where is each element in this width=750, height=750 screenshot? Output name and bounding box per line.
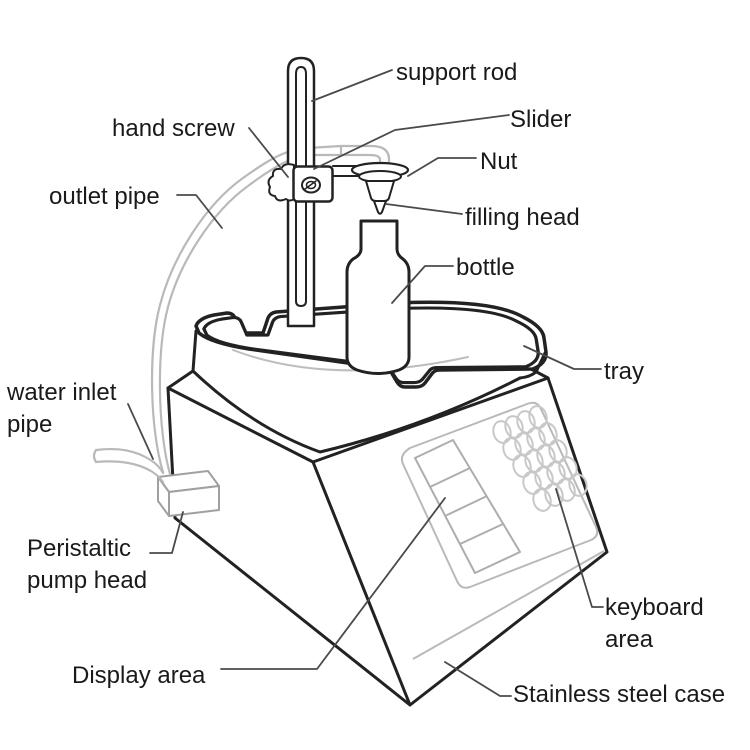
tray-floor-line bbox=[232, 349, 469, 372]
leader-support-rod bbox=[311, 69, 393, 102]
leader-pump-head bbox=[149, 511, 184, 554]
leader-outlet-pipe bbox=[176, 194, 223, 229]
leader-tray bbox=[523, 345, 602, 370]
leader-water-inlet-pipe bbox=[127, 403, 154, 460]
leader-lines bbox=[127, 69, 604, 697]
leader-keyboard-area bbox=[555, 488, 604, 608]
label-display-area: Display area bbox=[72, 662, 206, 689]
case-front-edge bbox=[311, 460, 412, 707]
nut-drawing bbox=[350, 161, 410, 183]
display-screen-drawing bbox=[414, 439, 521, 574]
tray-skirt bbox=[191, 369, 522, 454]
leader-hand-screw bbox=[248, 127, 289, 178]
label-support-rod: support rod bbox=[396, 59, 518, 86]
label-slider: Slider bbox=[510, 106, 572, 133]
case-seam-line bbox=[412, 550, 605, 660]
machine-case-drawing bbox=[166, 367, 609, 707]
leader-stainless-case bbox=[444, 661, 512, 697]
label-stainless-steel-case: Stainless steel case bbox=[513, 681, 726, 708]
bottle-drawing bbox=[345, 219, 411, 375]
leader-bottle bbox=[391, 265, 454, 304]
slider-screw-inner bbox=[305, 180, 317, 190]
label-keyboard-area: keyboard area bbox=[605, 594, 704, 653]
elbow-pipe-drawing bbox=[339, 144, 391, 168]
leader-filling-head bbox=[385, 203, 463, 215]
label-outlet-pipe: outlet pipe bbox=[49, 183, 160, 210]
pump-head-drawing bbox=[157, 470, 220, 517]
keypad-keys bbox=[492, 405, 588, 512]
label-water-inlet-pipe: water inlet pipe bbox=[7, 379, 117, 438]
filling-head-drawing bbox=[365, 180, 395, 215]
label-bottle: bottle bbox=[456, 254, 515, 281]
leader-nut bbox=[407, 157, 477, 177]
label-tray: tray bbox=[604, 358, 645, 385]
leader-display-area bbox=[220, 497, 446, 670]
tray-left-wall bbox=[191, 329, 198, 373]
leader-slider bbox=[313, 114, 510, 170]
tray-right-wall bbox=[518, 351, 547, 380]
slider-screw-slot bbox=[304, 180, 317, 190]
case-top-left-edge bbox=[166, 369, 195, 390]
inlet-pipe-drawing bbox=[92, 447, 165, 484]
control-panel-inset bbox=[400, 401, 599, 589]
label-peristaltic-pump-head: Peristaltic pump head bbox=[27, 535, 148, 594]
label-hand-screw: hand screw bbox=[112, 115, 235, 142]
label-filling-head: filling head bbox=[465, 204, 580, 231]
label-nut: Nut bbox=[480, 148, 518, 175]
